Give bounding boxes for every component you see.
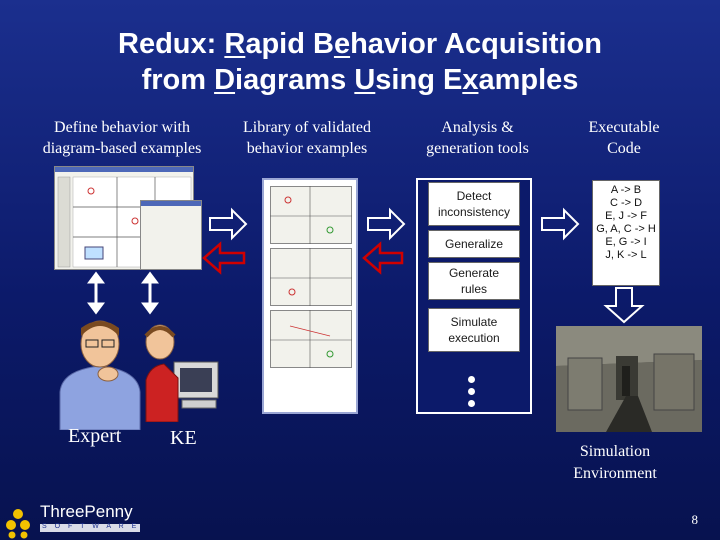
page-number: 8 <box>691 512 699 527</box>
executable-code-box: A -> B C -> D E, J -> F G, A, C -> H E, … <box>592 180 660 286</box>
library-sketches <box>270 186 352 368</box>
analysis-more-dot <box>468 388 475 395</box>
code-line: E, J -> F <box>605 210 647 222</box>
properties-dialog-screenshot <box>140 200 202 270</box>
ke-label: KE <box>170 427 197 449</box>
library-more-dot <box>298 376 305 383</box>
expert-label: Expert <box>68 425 122 447</box>
simulation-screenshot <box>556 326 702 432</box>
library-example-2 <box>270 248 352 306</box>
title-line-2: from Diagrams Using Examples <box>141 64 579 96</box>
logo-name: ThreePenny <box>40 502 133 521</box>
arrow-up-icon <box>87 271 105 284</box>
arrow-down-icon <box>141 302 159 315</box>
analysis-more-dot <box>468 376 475 383</box>
library-example-1 <box>270 186 352 244</box>
code-line: C -> D <box>609 197 643 209</box>
arrow-up-icon <box>141 271 159 284</box>
simulation-environment-label: Simulation Environment <box>573 443 657 482</box>
analysis-more-dot <box>468 400 475 407</box>
expert-figure-icon <box>59 320 141 430</box>
arrow-right-icon <box>209 207 248 241</box>
code-line: E, G -> I <box>605 236 647 248</box>
arrow-left-red-icon <box>202 241 246 275</box>
tool-generalize: Generalize <box>428 230 520 258</box>
code-line: J, K -> L <box>605 249 647 261</box>
title-line-1: Redux: Rapid Behavior Acquisition <box>118 28 602 60</box>
column-heading-analysis: Analysis &generation tools <box>426 119 529 157</box>
library-panel <box>262 178 358 414</box>
logo-tagline: S O F T W A R E <box>42 523 140 530</box>
threepenny-logo: ThreePenny S O F T W A R E <box>4 494 164 540</box>
library-more-dot <box>298 400 305 407</box>
slide-title: Redux: Rapid Behavior Acquisition from D… <box>0 26 720 98</box>
arrow-right-icon <box>541 207 580 241</box>
library-example-3 <box>270 310 352 368</box>
arrow-left-red-icon <box>362 241 404 275</box>
arrow-down-icon <box>603 287 645 324</box>
code-line: A -> B <box>610 184 642 196</box>
library-more-dot <box>298 388 305 395</box>
arrow-down-icon <box>87 302 105 315</box>
ke-figure-icon <box>144 324 219 422</box>
code-line: G, A, C -> H <box>596 223 656 235</box>
arrow-right-icon <box>367 207 406 241</box>
logo-dots-icon <box>6 509 140 539</box>
